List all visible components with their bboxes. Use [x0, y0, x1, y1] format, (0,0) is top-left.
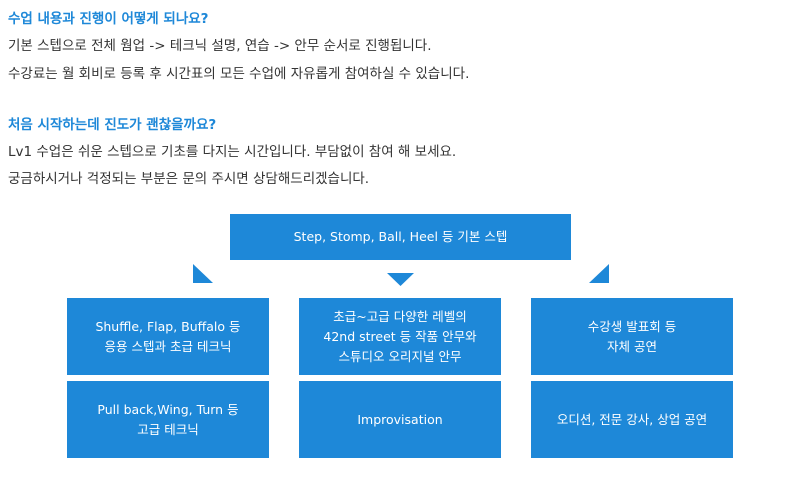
diagram-box-text: 스튜디오 오리지널 안무 — [338, 348, 462, 364]
diagram-top-text: Step, Stomp, Ball, Heel 등 기본 스텝 — [293, 229, 508, 244]
faq-answer-1-line-2: 수강료는 월 회비로 등록 후 시간표의 모든 수업에 자유롭게 참여하실 수 … — [8, 66, 470, 82]
arrow-down-right-icon — [193, 264, 213, 283]
diagram-box-text: 42nd street 등 작품 안무와 — [323, 328, 477, 344]
diagram-box-text: 자체 공연 — [607, 338, 657, 354]
diagram-box-improvisation: Improvisation — [299, 381, 501, 458]
diagram-box-text: Pull back,Wing, Turn 등 — [97, 401, 239, 417]
faq-answer-2-line-1: Lv1 수업은 쉬운 스텝으로 기초를 다지는 시간입니다. 부담없이 참여 해… — [8, 144, 457, 160]
faq-question-1: 수업 내용과 진행이 어떻게 되나요? — [8, 11, 209, 27]
diagram-box-choreography: 초급~고급 다양한 레벨의 42nd street 등 작품 안무와 스튜디오 … — [299, 298, 501, 375]
arrow-down-left-icon — [589, 264, 609, 283]
faq-answer-1-line-1: 기본 스텝으로 전체 웜업 -> 테크닉 설명, 연습 -> 안무 순서로 진행… — [8, 38, 432, 54]
faq-answer-2-line-2: 궁금하시거나 걱정되는 부분은 문의 주시면 상담해드리겠습니다. — [8, 171, 370, 187]
diagram-box-text: 고급 테크닉 — [137, 421, 199, 437]
diagram-box-text: 초급~고급 다양한 레벨의 — [333, 308, 467, 324]
diagram-box-text: 수강생 발표회 등 — [587, 318, 677, 334]
faq-question-2: 처음 시작하는데 진도가 괜찮을까요? — [8, 117, 217, 133]
diagram-box-audition: 오디션, 전문 강사, 상업 공연 — [531, 381, 733, 458]
diagram-box-high-technique: Pull back,Wing, Turn 등 고급 테크닉 — [67, 381, 269, 458]
diagram-box-text: Shuffle, Flap, Buffalo 등 — [95, 318, 241, 334]
diagram-box-text: Improvisation — [357, 411, 443, 427]
diagram-top-box: Step, Stomp, Ball, Heel 등 기본 스텝 — [230, 214, 571, 260]
diagram-box-text: 오디션, 전문 강사, 상업 공연 — [556, 411, 708, 427]
diagram-box-advanced-steps: Shuffle, Flap, Buffalo 등 응용 스텝과 초급 테크닉 — [67, 298, 269, 375]
diagram-box-text: 응용 스텝과 초급 테크닉 — [104, 338, 232, 354]
diagram-box-recital: 수강생 발표회 등 자체 공연 — [531, 298, 733, 375]
arrow-down-icon — [387, 273, 414, 286]
